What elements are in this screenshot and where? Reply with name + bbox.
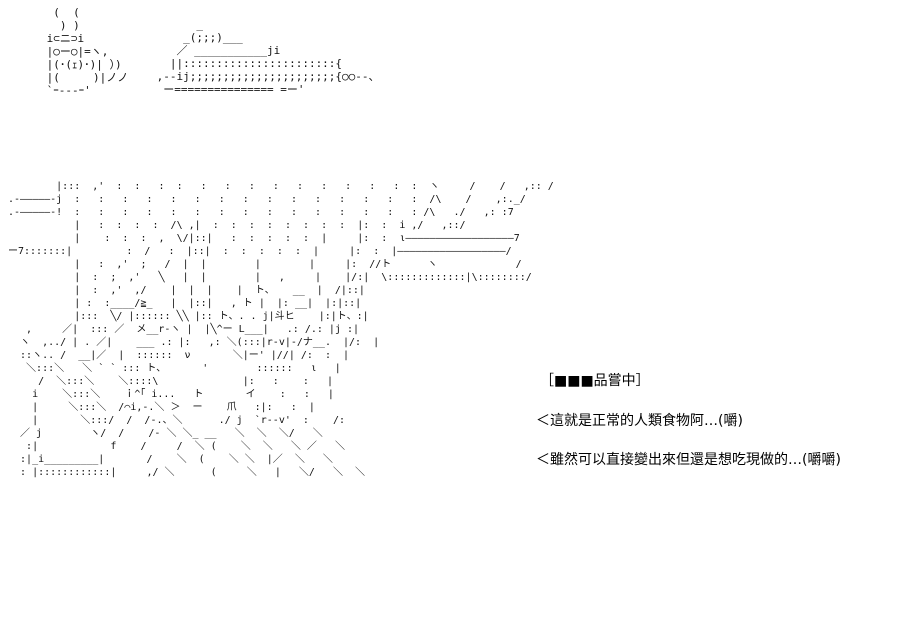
- dialogue-line-2: ＜雖然可以直接變出來但還是想吃現做的…(嚼嚼): [536, 452, 841, 468]
- cake-ascii-art: _ _(;;;)___ ／ ___________ji ||::::::::::…: [156, 18, 380, 96]
- dialogue-line-1: ＜這就是正常的人類食物阿…(嚼): [536, 413, 743, 429]
- dialogue-title: ［■■■品嘗中］: [540, 373, 650, 389]
- teacup-ascii-art: ( ( ) ) i⊂ニ⊃i |○ー○|=ヽ, |(･(ｪ)･)| ）) |( )…: [46, 6, 129, 97]
- character-ascii-art: |::: ,' : : : : : : : : : : : : : : ヽ / …: [8, 181, 554, 478]
